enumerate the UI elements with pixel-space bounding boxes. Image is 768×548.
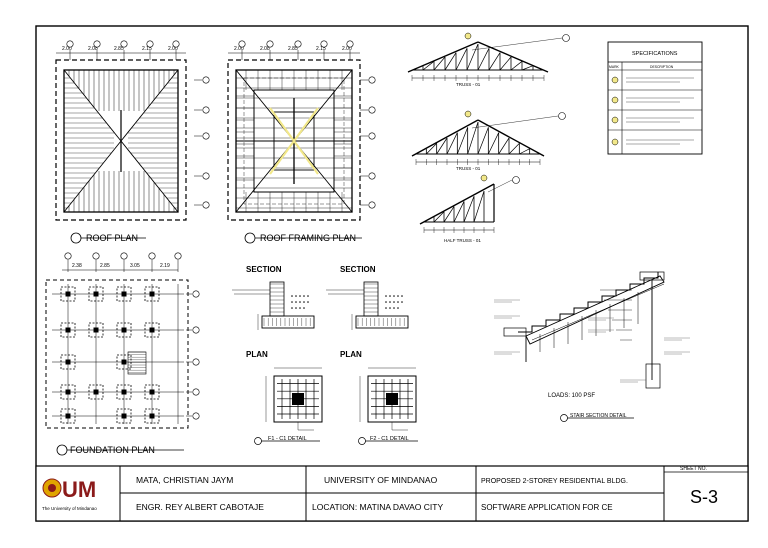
spec-col-mark: MARK: [609, 65, 620, 69]
foundation-dim-1: 2.38: [72, 263, 82, 269]
f2-detail-label: F2 - C1 DETAIL: [370, 436, 409, 442]
plan-2-label: PLAN: [340, 350, 362, 359]
footing-details: SECTION SECTION PLAN PLAN F1 - C1 DETAIL…: [232, 265, 418, 445]
title-block: UM The University of Mindanao MATA, CHRI…: [35, 465, 749, 522]
roof-framing-plan: 2.00 2.08 2.85 2.15 2.00 ROOF FRAMING PL…: [227, 40, 376, 244]
framing-dim-2: 2.08: [260, 46, 270, 52]
project-title: PROPOSED 2-STOREY RESIDENTIAL BLDG.: [481, 478, 628, 485]
section-1-label: SECTION: [246, 265, 282, 274]
student-name: MATA, CHRISTIAN JAYM: [136, 475, 233, 485]
logo-text: UM: [62, 477, 96, 502]
truss-2-label: TRUSS - 01: [456, 166, 481, 171]
university-name: UNIVERSITY OF MINDANAO: [324, 475, 438, 485]
engineer-name: ENGR. REY ALBERT CABOTAJE: [136, 502, 264, 512]
roof-dim-3: 2.85: [114, 46, 124, 52]
roof-dimension-row: 2.00 2.08 2.85 2.15 2.00: [56, 46, 186, 54]
truss-1-drawing: [407, 32, 570, 81]
roof-dim-2: 2.08: [88, 46, 98, 52]
f1-detail-label: F1 - C1 DETAIL: [268, 436, 307, 442]
specifications-table: SPECIFICATIONS MARK DESCRIPTION: [607, 41, 703, 155]
truss-1-label: TRUSS - 01: [456, 82, 481, 87]
roof-dim-1: 2.00: [62, 46, 72, 52]
framing-dimension-row: 2.00 2.08 2.85 2.15 2.00: [228, 46, 360, 54]
stair-section-detail: LOADS: 100 PSF STAIR SECTION DETAIL: [494, 271, 690, 422]
roof-dim-5: 2.00: [168, 46, 178, 52]
foundation-dim-4: 2.19: [160, 263, 170, 269]
foundation-dimension-row: 2.38 2.85 3.05 2.19: [62, 263, 178, 271]
stair-detail-label: STAIR SECTION DETAIL: [570, 413, 627, 419]
specifications-title: SPECIFICATIONS: [632, 51, 678, 57]
sheet-number: S-3: [690, 487, 718, 507]
foundation-dim-3: 3.05: [130, 263, 140, 269]
foundation-plan: 2.38 2.85 3.05 2.19 FOUNDATION PLAN: [45, 252, 200, 456]
project-location: LOCATION: MATINA DAVAO CITY: [312, 502, 443, 512]
framing-dim-4: 2.15: [316, 46, 326, 52]
plan-1-label: PLAN: [246, 350, 268, 359]
sheet-number-label: SHEET NO.: [680, 466, 707, 472]
foundation-plan-label: FOUNDATION PLAN: [70, 445, 155, 455]
section-2-label: SECTION: [340, 265, 376, 274]
roof-plan-label: ROOF PLAN: [86, 233, 138, 243]
truss-2-drawing: [411, 110, 566, 165]
framing-dim-1: 2.00: [234, 46, 244, 52]
logo-subtitle: The University of Mindanao: [42, 506, 97, 511]
roof-framing-plan-label: ROOF FRAMING PLAN: [260, 233, 356, 243]
half-truss-drawing: [419, 174, 520, 233]
university-logo: UM The University of Mindanao: [42, 477, 97, 511]
course-name: SOFTWARE APPLICATION FOR CE: [481, 503, 613, 512]
framing-dim-5: 2.00: [342, 46, 352, 52]
roof-plan: 2.00 2.08 2.85 2.15 2.00 ROOF PLAN: [55, 40, 210, 244]
half-truss-label: HALF TRUSS - 01: [444, 238, 481, 243]
framing-dim-3: 2.85: [288, 46, 298, 52]
loads-label: LOADS: 100 PSF: [548, 393, 595, 399]
roof-dim-4: 2.15: [142, 46, 152, 52]
foundation-dim-2: 2.85: [100, 263, 110, 269]
spec-col-description: DESCRIPTION: [650, 65, 674, 69]
truss-elevations: TRUSS - 01 TRUSS - 01 HALF TRUSS - 01: [407, 32, 570, 243]
